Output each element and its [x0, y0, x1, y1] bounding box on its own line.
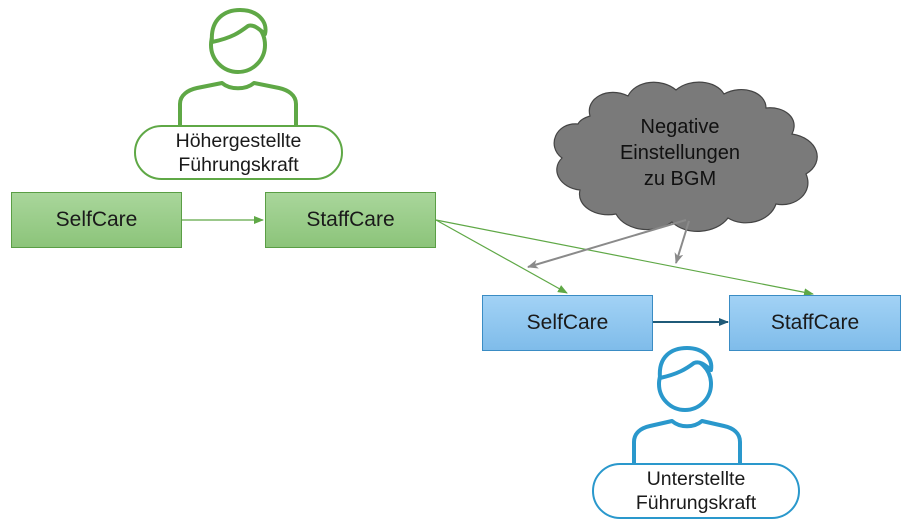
cloud-line1: Negative — [640, 116, 720, 138]
cloud-text: Negative Einstellungen zu BGM — [600, 114, 760, 192]
negative-attitude-cloud — [553, 81, 818, 232]
arrow-upper-staff-to-lower-self — [435, 219, 568, 294]
upper-selfcare-box: SelfCare — [11, 192, 182, 248]
upper-staffcare-box: StaffCare — [265, 192, 436, 248]
upper-staffcare-label: StaffCare — [306, 208, 395, 231]
arrow-cloud-to-left — [527, 219, 687, 269]
cloud-line2: Einstellungen — [619, 142, 741, 164]
arrow-cloud-down — [674, 220, 690, 264]
upper-leader-label: Höhergestellte Führungskraft — [134, 125, 343, 180]
upper-leader-line1: Höhergestellte — [175, 129, 302, 152]
arrow-upper-staff-to-lower-staff — [435, 219, 814, 297]
upper-selfcare-label: SelfCare — [55, 208, 138, 231]
lower-selfcare-box: SelfCare — [482, 295, 653, 351]
lower-staffcare-box: StaffCare — [729, 295, 901, 351]
lower-selfcare-label: SelfCare — [526, 311, 609, 334]
lower-staffcare-label: StaffCare — [770, 311, 860, 334]
upper-person-icon — [178, 8, 298, 125]
cloud-line3: zu BGM — [643, 168, 717, 190]
lower-person-icon — [632, 346, 742, 465]
lower-leader-line1: Unterstellte — [646, 468, 746, 490]
upper-leader-line2: Führungskraft — [178, 153, 299, 176]
lower-leader-line2: Führungskraft — [635, 492, 757, 514]
lower-leader-label: Unterstellte Führungskraft — [592, 463, 800, 519]
